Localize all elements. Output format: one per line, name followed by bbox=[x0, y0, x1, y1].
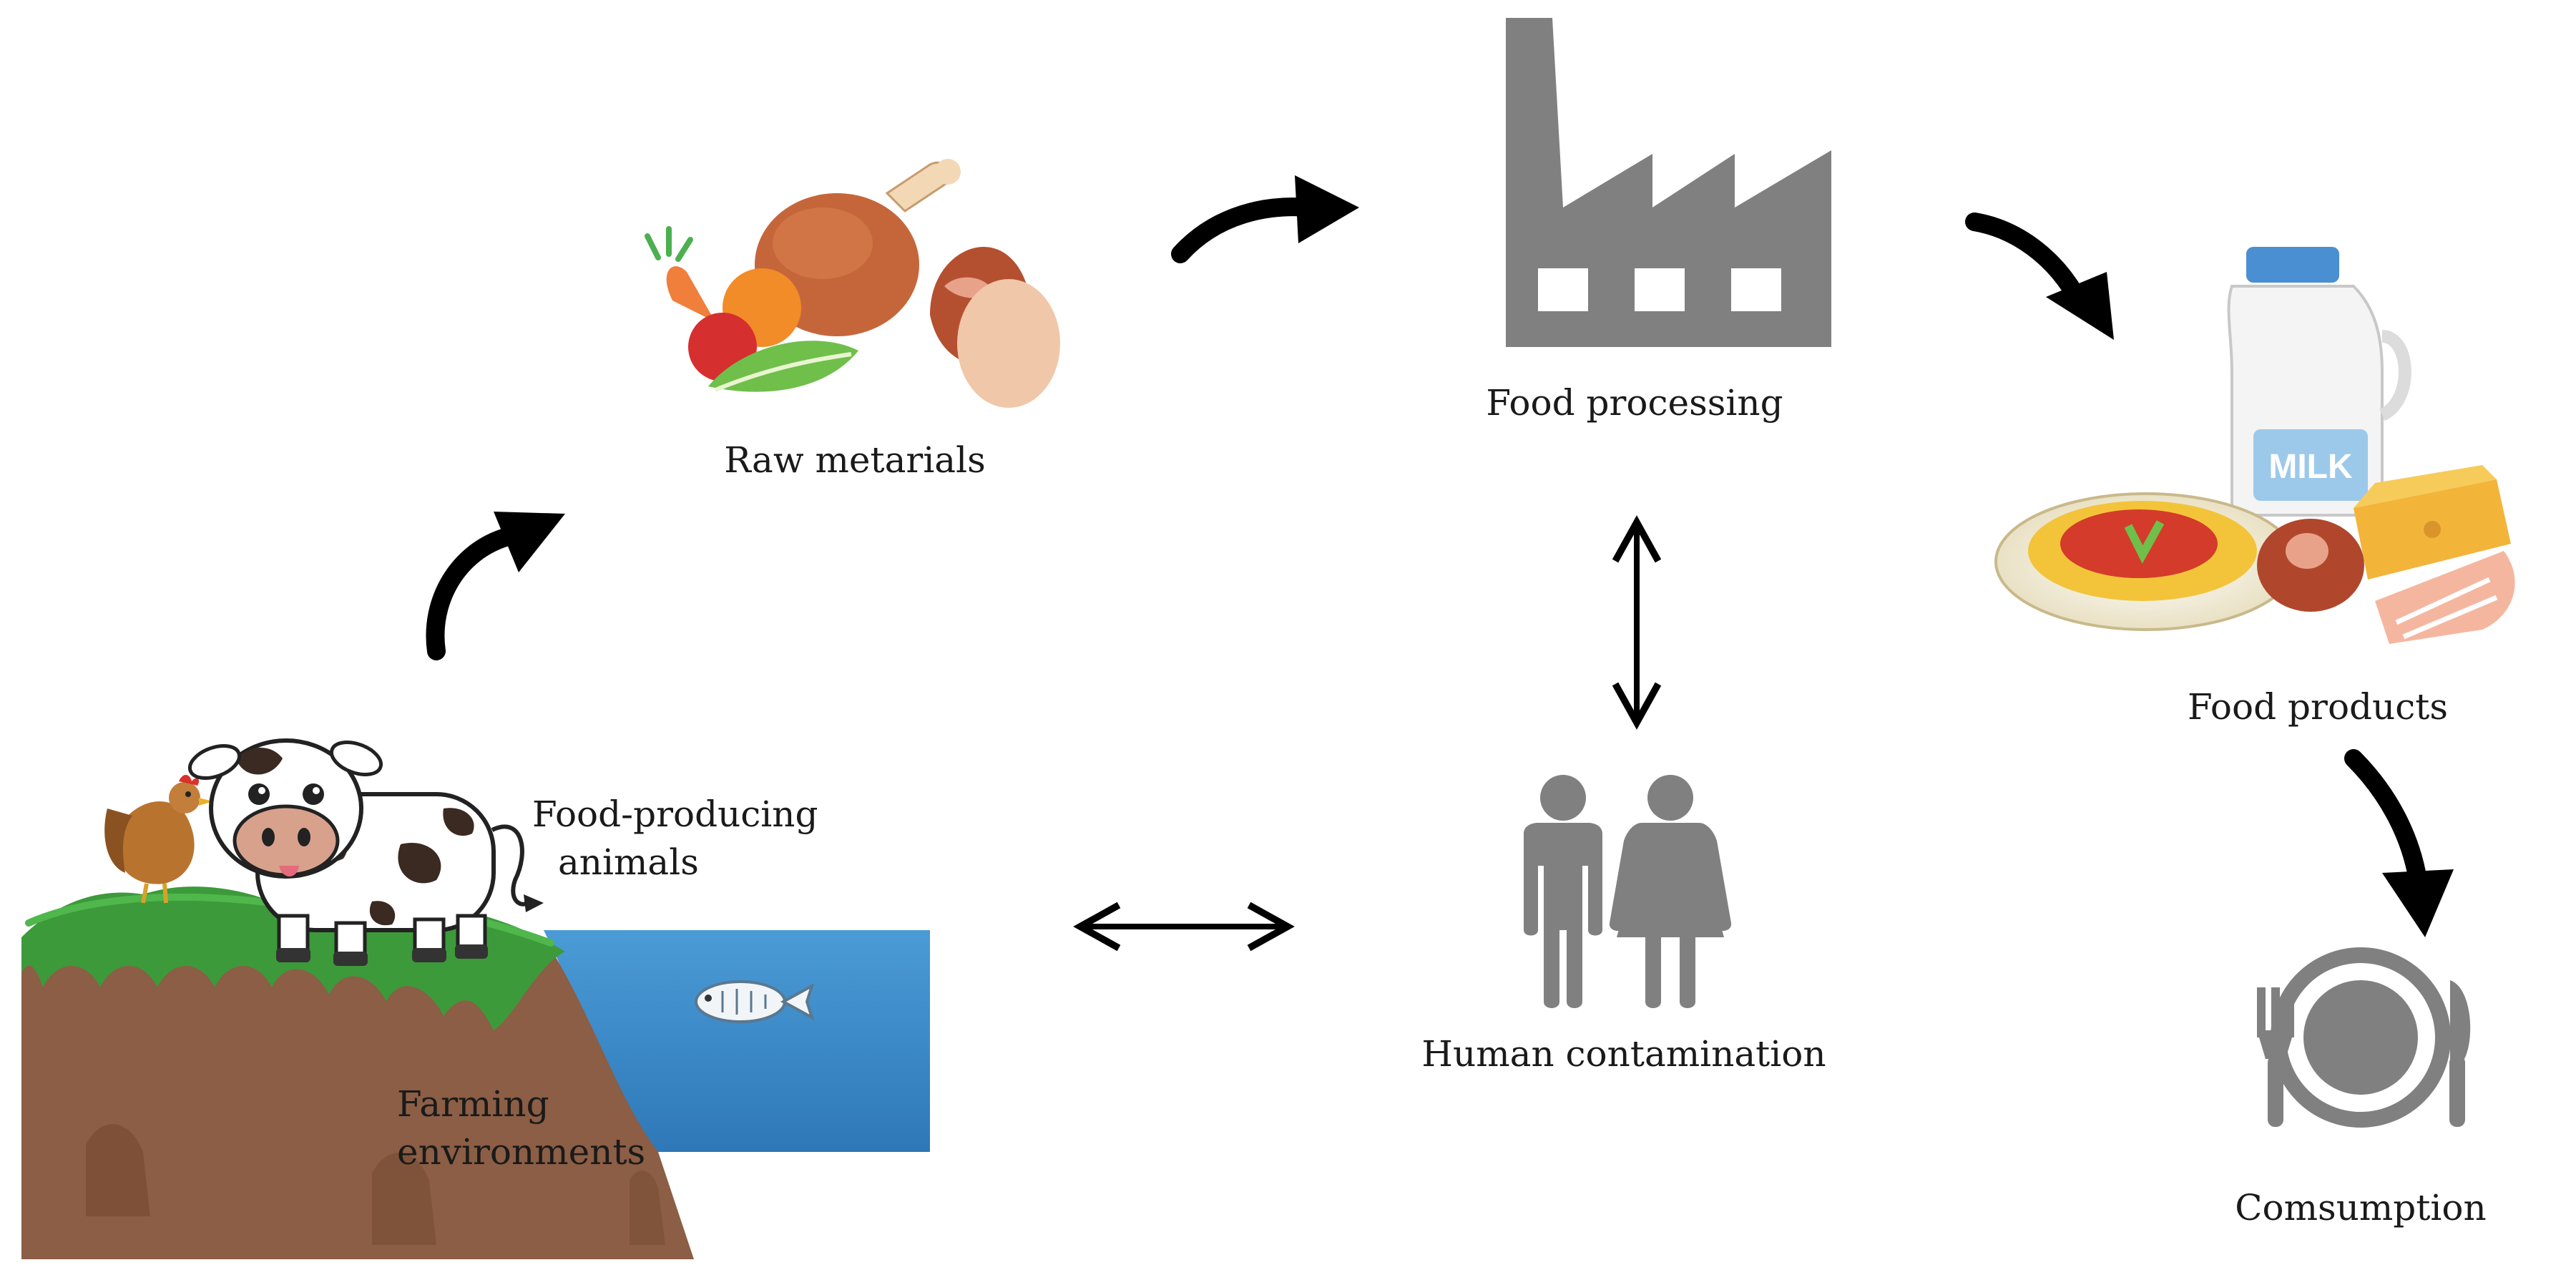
food-producing-animals-label-2: animals bbox=[558, 841, 699, 883]
milk-label: MILK bbox=[2268, 448, 2353, 486]
cow-icon bbox=[187, 738, 544, 966]
farm-landscape-icon: Food-producing animals Farming environme… bbox=[21, 738, 930, 1259]
factory-icon bbox=[1506, 18, 1831, 347]
people-icon bbox=[1524, 775, 1732, 1008]
food-processing-label: Food processing bbox=[1486, 382, 1783, 424]
food-products-icon: MILK bbox=[1994, 247, 2515, 644]
arrow-products-to-consumption bbox=[2344, 749, 2427, 889]
arrow-raw-to-processing bbox=[1171, 197, 1318, 263]
arrow-processing-to-products bbox=[1965, 212, 2084, 303]
arrows bbox=[426, 175, 2454, 952]
arrow-farming-to-raw-materials bbox=[426, 527, 517, 660]
chicken-icon bbox=[104, 775, 213, 904]
fish-icon bbox=[695, 980, 815, 1023]
farming-environments-label-1: Farming bbox=[397, 1083, 549, 1125]
food-products-label: Food products bbox=[2188, 686, 2448, 728]
raw-materials-label: Raw metarials bbox=[724, 439, 986, 481]
consumption-label: Comsumption bbox=[2235, 1187, 2486, 1228]
plate-cutlery-icon bbox=[2257, 947, 2471, 1128]
human-contamination-label: Human contamination bbox=[1421, 1033, 1826, 1075]
farming-environments-label-2: environments bbox=[397, 1131, 645, 1173]
food-producing-animals-label-1: Food-producing bbox=[532, 793, 818, 835]
raw-food-icon bbox=[645, 159, 1060, 408]
